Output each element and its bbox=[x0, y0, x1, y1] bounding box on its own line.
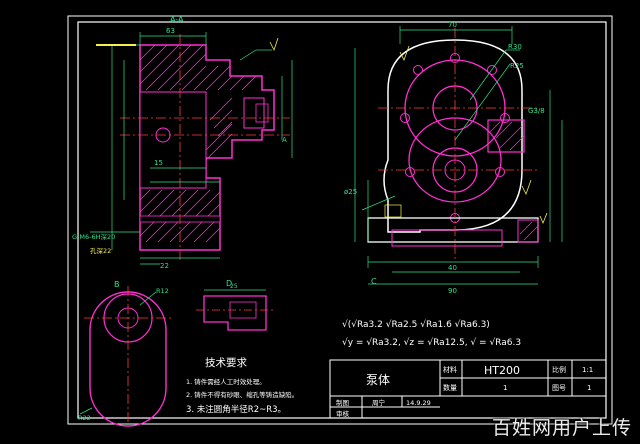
view-b-label: B bbox=[114, 280, 120, 289]
watermark: 百姓网用户上传 bbox=[491, 417, 632, 439]
surface-roughness-notes: √(√Ra3.2 √Ra2.5 √Ra1.6 √Ra6.3) √y = √Ra3… bbox=[342, 319, 521, 348]
section-view-a-a: A-A bbox=[72, 15, 293, 270]
tech-title: 技术要求 bbox=[205, 356, 247, 369]
section-label: A-A bbox=[170, 15, 184, 24]
material-value: HT200 bbox=[484, 364, 520, 377]
thread-note-2: 孔深22 bbox=[90, 246, 111, 255]
dim-r30: R30 bbox=[508, 43, 522, 51]
dim-r22: R22 bbox=[78, 414, 91, 422]
view-b: B R12 R22 bbox=[78, 280, 172, 427]
part-name: 泵体 bbox=[366, 373, 390, 387]
view-d-label: D bbox=[226, 279, 232, 288]
material-label: 材料 bbox=[443, 365, 457, 374]
view-c-label: C bbox=[371, 277, 377, 286]
drawn-label: 制图 bbox=[336, 398, 349, 407]
roughness-line-1: √(√Ra3.2 √Ra2.5 √Ra1.6 √Ra6.3) bbox=[342, 319, 490, 330]
drawing-no-value: 1 bbox=[587, 384, 591, 392]
tech-item-2: 2. 铸件不得有砂眼、缩孔等铸造缺陷。 bbox=[186, 390, 298, 399]
scale-label: 比例 bbox=[552, 365, 566, 374]
qty-value: 1 bbox=[503, 384, 507, 392]
tech-item-3: 3. 未注圆角半径R2~R3。 bbox=[186, 404, 286, 415]
thread-note: G-M6-6H深20 bbox=[72, 232, 115, 241]
qty-label: 数量 bbox=[443, 383, 457, 392]
drawn-by: 周宁 bbox=[372, 398, 386, 407]
drawn-date: 14.9.29 bbox=[406, 399, 431, 407]
dim-top-70: 70 bbox=[448, 21, 457, 29]
dim-width-90: 90 bbox=[448, 287, 457, 295]
dim-width-40: 40 bbox=[448, 264, 457, 272]
roughness-line-2: √y = √Ra3.2, √z = √Ra12.5, √ = √Ra6.3 bbox=[342, 337, 521, 348]
title-block: 泵体 材料 HT200 比例 1:1 数量 1 图号 1 制图 周宁 14.9.… bbox=[329, 359, 607, 419]
drawing-no-label: 图号 bbox=[552, 384, 566, 392]
drawing-frame-outer bbox=[67, 15, 613, 425]
dim-15: 15 bbox=[154, 159, 163, 167]
dim-phi25: ø25 bbox=[344, 188, 357, 196]
technical-requirements: 技术要求 1. 铸件需经人工时效处理。 2. 铸件不得有砂眼、缩孔等铸造缺陷。 … bbox=[186, 356, 298, 415]
section-marker-a: A bbox=[282, 136, 287, 144]
dim-d-25: 25 bbox=[230, 283, 238, 290]
tech-item-1: 1. 铸件需经人工时效处理。 bbox=[186, 377, 266, 386]
view-d: D 25 bbox=[196, 279, 276, 331]
dim-r25: R25 bbox=[510, 62, 524, 70]
dim-r12: R12 bbox=[156, 287, 169, 295]
dim-g38: G3/8 bbox=[528, 107, 545, 115]
scale-value: 1:1 bbox=[582, 366, 593, 374]
check-label: 审核 bbox=[336, 409, 350, 418]
dim-22: 22 bbox=[160, 262, 169, 270]
front-view-pump-body: 70 R30 R25 G3/8 ø25 40 90 C bbox=[344, 21, 563, 295]
dim-63: 63 bbox=[166, 27, 175, 35]
